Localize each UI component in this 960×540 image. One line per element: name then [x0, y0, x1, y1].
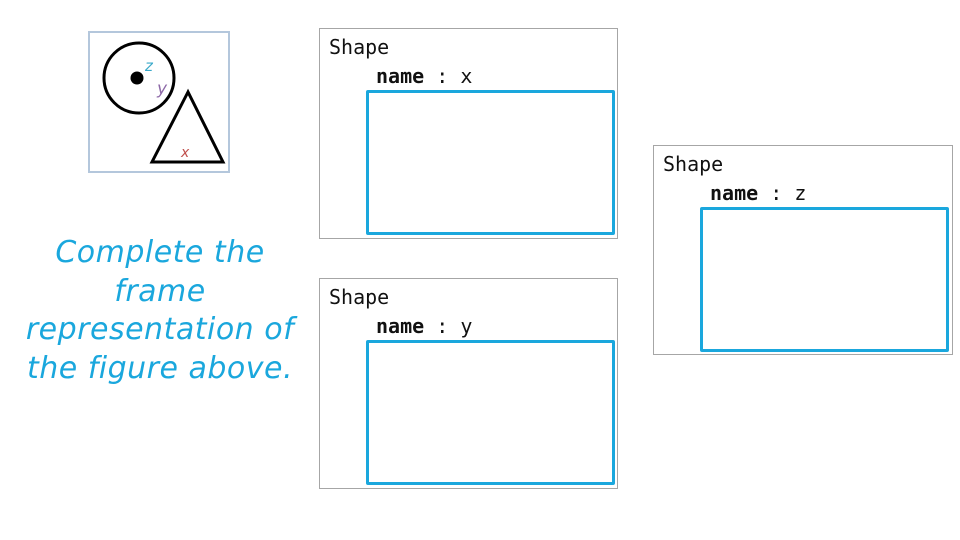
slot-value: x	[460, 64, 473, 88]
answer-box-z[interactable]	[700, 207, 949, 352]
slot-row: name : x	[376, 64, 472, 88]
triangle-shape	[149, 88, 226, 164]
slot-name: name	[710, 181, 759, 205]
slot-row: name : z	[710, 181, 806, 205]
slot-name: name	[376, 314, 425, 338]
slot-separator: :	[436, 64, 449, 88]
slot-name: name	[376, 64, 425, 88]
slot-row: name : y	[376, 314, 472, 338]
frame-z: Shape name : z	[653, 145, 953, 355]
figure-drawing: z y x	[102, 41, 226, 164]
small-dot-shape	[130, 71, 144, 85]
slot-value: z	[794, 181, 807, 205]
figure-label-y: y	[156, 79, 168, 99]
slot-separator: :	[436, 314, 449, 338]
frame-x: Shape name : x	[319, 28, 618, 239]
shape-figure: z y x	[88, 31, 230, 173]
figure-label-x: x	[180, 145, 190, 161]
frame-y: Shape name : y	[319, 278, 618, 489]
answer-box-x[interactable]	[366, 90, 615, 235]
instruction-text: Complete the frame representation of the…	[25, 235, 295, 386]
frame-type-label: Shape	[329, 285, 390, 309]
slot-value: y	[460, 314, 473, 338]
frame-type-label: Shape	[663, 152, 724, 176]
figure-label-z: z	[144, 57, 154, 75]
slot-separator: :	[770, 181, 783, 205]
frame-type-label: Shape	[329, 35, 390, 59]
answer-box-y[interactable]	[366, 340, 615, 485]
